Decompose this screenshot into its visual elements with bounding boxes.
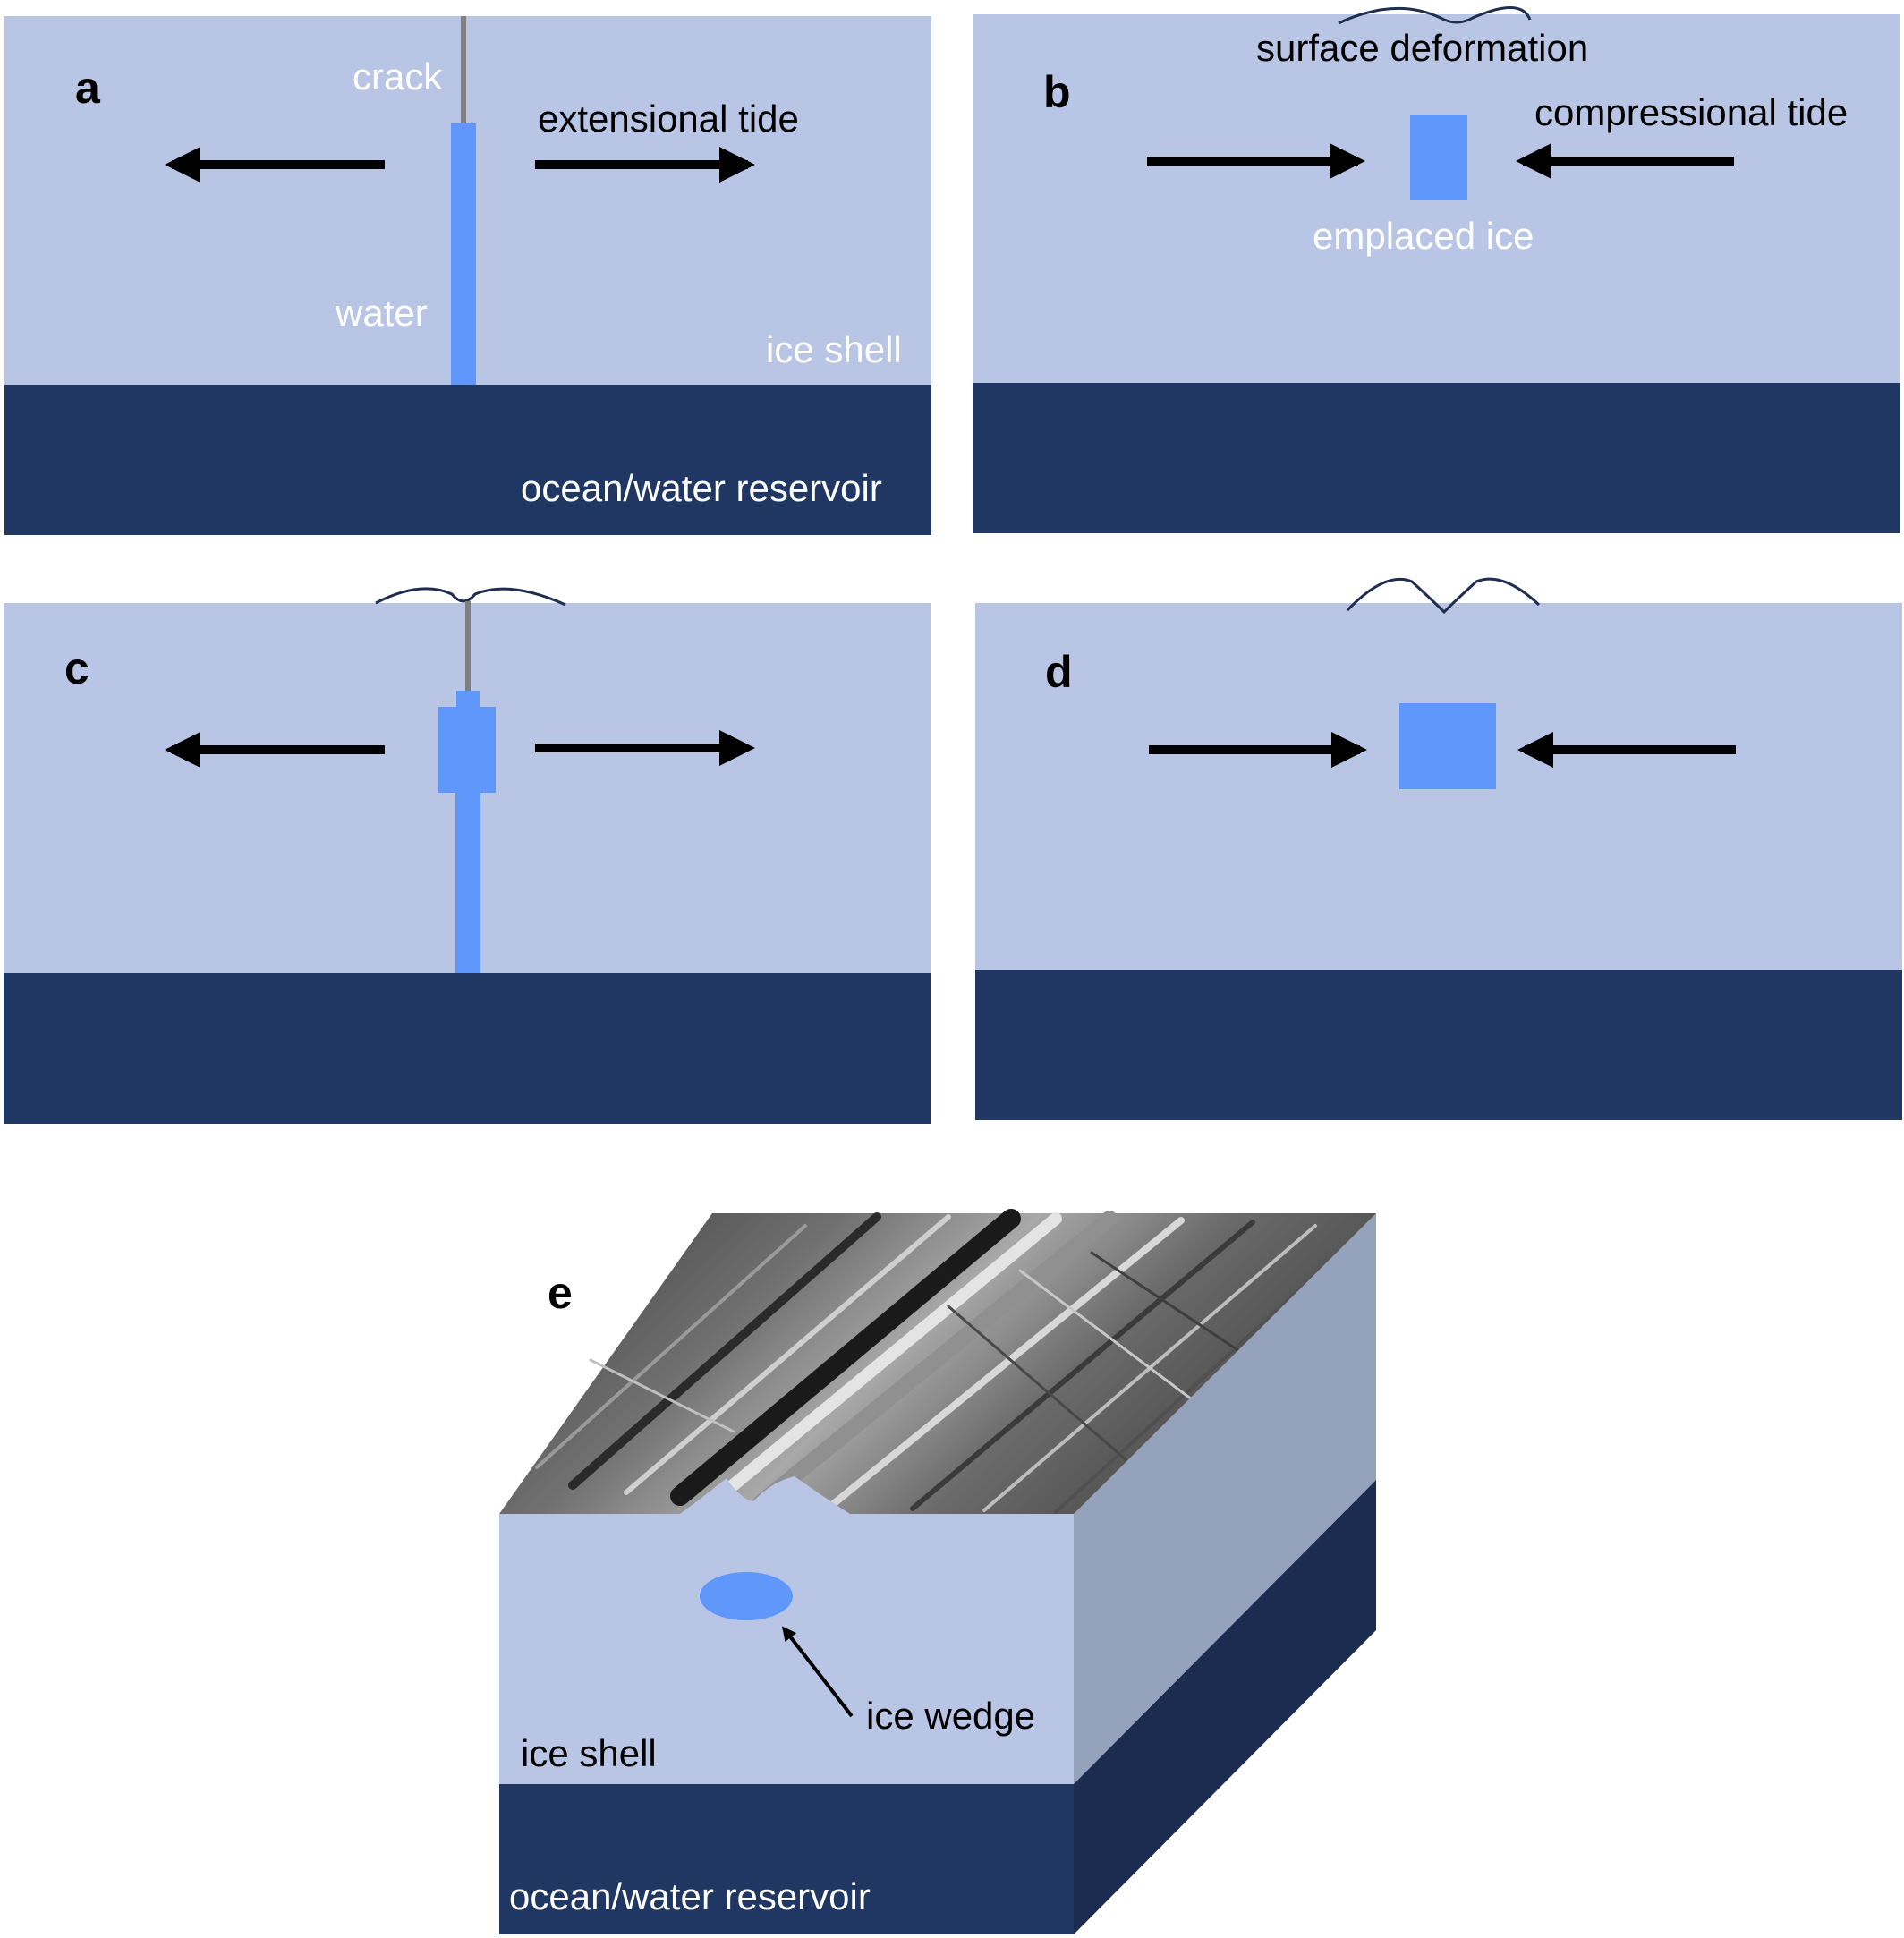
panel-a-ocean <box>4 385 931 535</box>
panel-e-ice-wedge <box>700 1572 793 1620</box>
panel-b-surface-label: surface deformation <box>1256 27 1588 69</box>
panel-e-letter: e <box>548 1268 573 1318</box>
panel-e-wedge-pointer-arrow <box>782 1626 854 1718</box>
panel-e-terrain-ridges <box>535 1209 1362 1514</box>
panel-a-ocean-label: ocean/water reservoir <box>521 467 882 509</box>
panel-d: d <box>975 577 1902 1120</box>
panel-b-surface-deformation-line <box>1338 6 1532 25</box>
panel-a-letter: a <box>75 63 101 113</box>
panel-b-letter: b <box>1043 67 1071 117</box>
panel-b-emplaced-label: emplaced ice <box>1313 215 1534 257</box>
panel-c-surface-deformation-line <box>375 587 566 607</box>
panel-c-water-column <box>455 791 480 973</box>
panel-b-tide-label: compressional tide <box>1534 91 1848 133</box>
panel-a-water-column <box>451 123 476 385</box>
panel-b: b surface deformation compressional tide… <box>973 6 1900 533</box>
panel-c: c <box>4 587 931 1124</box>
panel-c-water-top <box>456 691 480 709</box>
panel-e-ocean-label: ocean/water reservoir <box>509 1875 871 1917</box>
panel-e-side-ice-face <box>1074 1213 1376 1784</box>
panel-a-tide-label: extensional tide <box>538 98 799 140</box>
panel-e-side-ocean-face <box>1074 1480 1376 1934</box>
panel-a: a crack extensional tide water ice shell… <box>4 16 931 535</box>
panel-d-letter: d <box>1045 647 1073 697</box>
panel-c-ocean <box>4 973 931 1124</box>
panel-e-wedge-label: ice wedge <box>866 1695 1035 1737</box>
panel-a-water-label: water <box>335 292 428 334</box>
panel-b-ocean <box>973 383 1900 533</box>
panel-d-ocean <box>975 970 1902 1120</box>
panel-c-water-pocket <box>438 707 496 793</box>
panel-d-surface-deformation-line <box>1346 577 1541 615</box>
panel-b-emplaced-ice <box>1410 115 1467 200</box>
panel-e: e ice wedge ice shell ocean/water reserv… <box>499 1209 1376 1934</box>
panel-a-crack-label: crack <box>353 55 443 98</box>
panel-c-letter: c <box>64 643 89 693</box>
panel-d-emplaced-ice <box>1399 703 1496 789</box>
panel-e-ice-shell-label: ice shell <box>521 1732 657 1774</box>
panel-a-ice-shell-label: ice shell <box>766 328 902 370</box>
panel-e-front-ocean-face <box>499 1784 1074 1934</box>
